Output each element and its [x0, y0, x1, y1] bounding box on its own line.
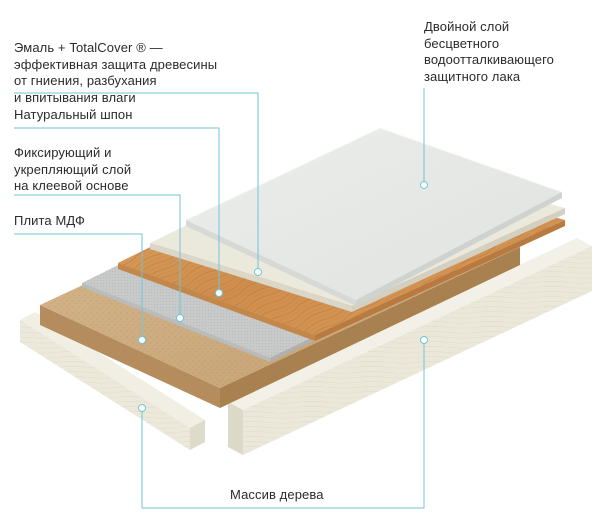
label-veneer: Натуральный шпон	[14, 107, 132, 124]
label-veneer-line-1: Натуральный шпон	[14, 107, 133, 122]
label-varnish-line-1: Двойной слой	[424, 19, 510, 34]
solid-wood-strip-left	[20, 312, 205, 450]
label-enamel-line-2: эффективная защита древесины	[14, 56, 218, 72]
leader-line-veneer	[14, 127, 220, 293]
label-enamel-line-1: Эмаль + TotalCover ® —	[14, 40, 163, 55]
layer-dot	[420, 181, 428, 189]
leader-line-adhesive	[14, 194, 181, 318]
label-mdf-line-1: Плита МДФ	[14, 213, 85, 228]
leader-line-solid-wood	[141, 340, 425, 509]
varnish-layer	[185, 127, 563, 306]
label-varnish-line-3: водоотталкивающего	[424, 52, 554, 67]
solid-wood-strip-right	[228, 238, 592, 455]
layer-dot	[138, 336, 146, 344]
label-solid-wood-line-1: Массив дерева	[230, 487, 324, 502]
layer-dot	[420, 336, 428, 344]
leader-line-enamel	[14, 92, 259, 272]
label-mdf: Плита МДФ	[14, 213, 85, 230]
label-adhesive-line-3: на клеевой основе	[14, 178, 129, 193]
label-varnish: Двойной слой бесцветного водоотталкивающ…	[424, 19, 554, 85]
label-adhesive-line-1: Фиксирующий и	[14, 145, 112, 160]
layer-dot	[254, 268, 262, 276]
label-adhesive: Фиксирующий и укрепляющий слой на клеево…	[14, 145, 131, 195]
leader-lines	[14, 88, 425, 509]
label-enamel-line-3: от гниения, разбухания	[14, 73, 157, 88]
leader-line-mdf	[14, 233, 143, 340]
label-varnish-line-4: защитного лака	[424, 68, 521, 84]
label-varnish-line-2: бесцветного	[424, 35, 500, 51]
layer-dot	[215, 289, 223, 297]
label-solid-wood: Массив дерева	[230, 487, 324, 504]
leader-dots	[138, 181, 428, 412]
layer-dot	[138, 404, 146, 412]
layer-dot	[176, 314, 184, 322]
label-adhesive-line-2: укрепляющий слой	[14, 161, 132, 177]
